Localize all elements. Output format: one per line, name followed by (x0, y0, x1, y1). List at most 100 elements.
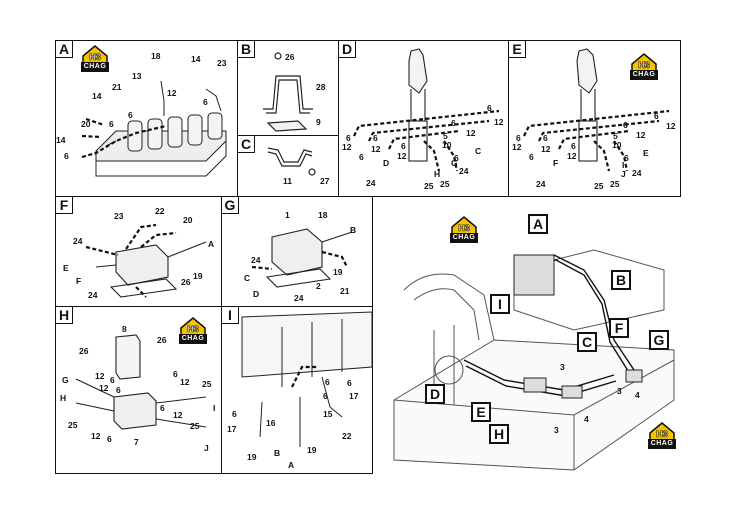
label: 23 (217, 58, 227, 68)
label: A (208, 239, 215, 249)
logo-house-icon: H3 (180, 317, 206, 336)
panel-c-letter: C (238, 136, 255, 153)
label: 6 (373, 133, 378, 143)
label: 3 (617, 386, 622, 396)
label: 6 (110, 375, 115, 385)
label: 12 (91, 431, 101, 441)
label: 6 (346, 133, 351, 143)
valve-block-drawing (81, 80, 227, 177)
label: I (213, 403, 216, 413)
label: 25 (190, 421, 200, 431)
label: 26 (79, 346, 89, 356)
label: 6 (654, 111, 659, 121)
label: 13 (132, 71, 142, 81)
label: 19 (247, 452, 257, 462)
label: E (643, 148, 649, 158)
label: 6 (232, 409, 237, 419)
label: 25 (424, 181, 434, 191)
label: 6 (571, 141, 576, 151)
brand-logo: H3 CHAG (447, 214, 481, 248)
panel-d: D 6 12 6 12 6 6 12 5 6 12 10 6 12 6 C D … (338, 40, 509, 197)
label: 3 (560, 362, 565, 372)
panel-a: A H3 CHAG 18 14 13 23 12 6 14 21 6 20 6 … (55, 40, 238, 197)
label: 4 (584, 414, 589, 424)
panel-c: C 11 27 (237, 135, 339, 197)
label: 6 (529, 152, 534, 162)
label: 26 (157, 335, 167, 345)
label: 6 (173, 369, 178, 379)
callout-h: H (489, 424, 509, 444)
label: 26 (285, 52, 295, 62)
label: 6 (203, 97, 208, 107)
label: 19 (307, 445, 317, 455)
label: 12 (636, 130, 646, 140)
overview-drawing: H3 CHAG H3 CHAG 3 3 3 4 (374, 200, 686, 490)
label: 12 (567, 151, 577, 161)
valve-bracket-drawing (75, 334, 207, 430)
label: 24 (459, 166, 469, 176)
joystick-drawing (523, 48, 670, 172)
label: 12 (342, 142, 352, 152)
callout-d: D (425, 384, 445, 404)
label: 12 (466, 128, 476, 138)
label: 10 (612, 140, 622, 150)
label: 21 (112, 82, 122, 92)
callout-a: A (528, 214, 548, 234)
label: 12 (371, 144, 381, 154)
callout-f: F (609, 318, 629, 338)
label: A (288, 460, 295, 470)
panel-b: B 26 28 9 (237, 40, 339, 136)
panel-a-letter: A (56, 41, 73, 58)
valve-assembly-drawing (241, 311, 373, 447)
excavator-frame-drawing (393, 249, 675, 471)
manifold-drawing (85, 223, 207, 298)
label: 25 (68, 420, 78, 430)
label: 6 (401, 141, 406, 151)
label: F (76, 276, 82, 286)
label: C (244, 273, 251, 283)
label: 16 (266, 418, 276, 428)
label: 6 (359, 152, 364, 162)
label: 3 (554, 425, 559, 435)
label: C (475, 146, 482, 156)
label: 23 (114, 211, 124, 221)
label: 6 (116, 385, 121, 395)
label: 24 (251, 255, 261, 265)
panel-f-letter: F (56, 197, 73, 214)
label: 14 (56, 135, 66, 145)
label: 6 (109, 119, 114, 129)
callout-b: B (611, 270, 631, 290)
label: D (383, 158, 390, 168)
label: 6 (323, 391, 328, 401)
label: 5 (443, 131, 448, 141)
panel-g-letter: G (222, 197, 239, 214)
panel-d-letter: D (339, 41, 356, 58)
label: I (622, 160, 625, 170)
label: 6 (107, 434, 112, 444)
label: 12 (167, 88, 177, 98)
label: 6 (160, 403, 165, 413)
label: 6 (64, 151, 69, 161)
label: 21 (340, 286, 350, 296)
label: 17 (227, 424, 237, 434)
label: 6 (624, 153, 629, 163)
label: 5 (613, 131, 618, 141)
label: 8 (122, 324, 127, 334)
label: 12 (173, 410, 183, 420)
label: G (451, 158, 458, 168)
joystick-drawing (353, 48, 500, 172)
svg-text:H3: H3 (656, 429, 668, 439)
logo-text: CHAG (81, 62, 109, 72)
label: 14 (92, 91, 102, 101)
label: B (274, 448, 281, 458)
label: 2 (316, 281, 321, 291)
label: 12 (512, 142, 522, 152)
label: G (62, 375, 69, 385)
label: 6 (451, 118, 456, 128)
label: 6 (325, 377, 330, 387)
label: 28 (316, 82, 326, 92)
panel-f: F 23 22 20 24 A E 19 F 24 26 (55, 196, 222, 307)
label: 4 (635, 390, 640, 400)
label: 10 (442, 140, 452, 150)
